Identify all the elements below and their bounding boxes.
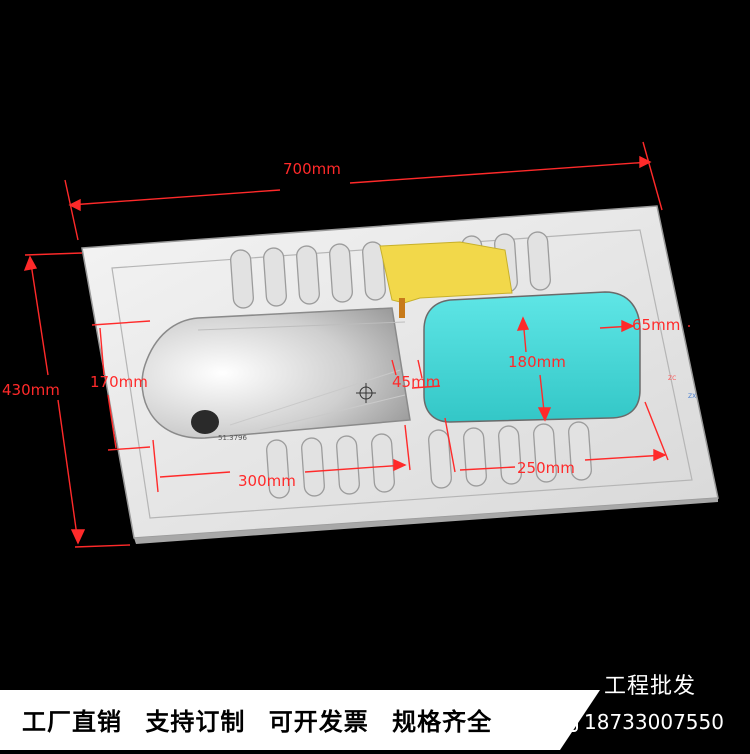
crosshair-icon [356, 383, 376, 403]
slogan-item: 工厂直销 [22, 708, 122, 736]
phone-number[interactable]: 18733007550 [584, 710, 724, 734]
dimension-lines [23, 141, 690, 548]
slogan-item: 可开发票 [268, 708, 369, 736]
svg-text:ZC: ZC [668, 375, 676, 382]
slogan-item: 支持订制 [145, 708, 246, 736]
contact: 18733007550 [556, 710, 724, 734]
slogan-panel: 工厂直销 支持订制 可开发票 规格齐全 [0, 690, 600, 750]
dim-gap-label: 45mm [392, 373, 441, 391]
yellow-handle [379, 241, 513, 304]
cad-annotation: 51.3796 [218, 434, 247, 442]
wholesale-badge: 工程批发 [604, 674, 697, 699]
pan-bowl [141, 307, 411, 439]
bottom-grip-slots [266, 421, 592, 499]
dim-width-label: 430mm [2, 381, 60, 399]
dim-length-label: 700mm [283, 160, 341, 178]
phone-icon [556, 710, 578, 732]
svg-text:ZX: ZX [688, 393, 696, 400]
dim-pan-length-label: 170mm [90, 373, 148, 391]
dim-basin-length-label: 250mm [517, 459, 575, 477]
promo-bar: 工厂直销 支持订制 可开发票 规格齐全 18733007550 [0, 690, 750, 750]
front-basin [423, 291, 641, 423]
slogan-list: 工厂直销 支持订制 可开发票 规格齐全 [22, 702, 506, 737]
drain-hole [191, 410, 219, 434]
slogan-item: 规格齐全 [392, 708, 493, 736]
dim-basin-width-label: 180mm [508, 353, 566, 371]
dim-rim-label: 65mm [632, 316, 681, 334]
dim-pan-bottom-label: 300mm [238, 472, 296, 490]
